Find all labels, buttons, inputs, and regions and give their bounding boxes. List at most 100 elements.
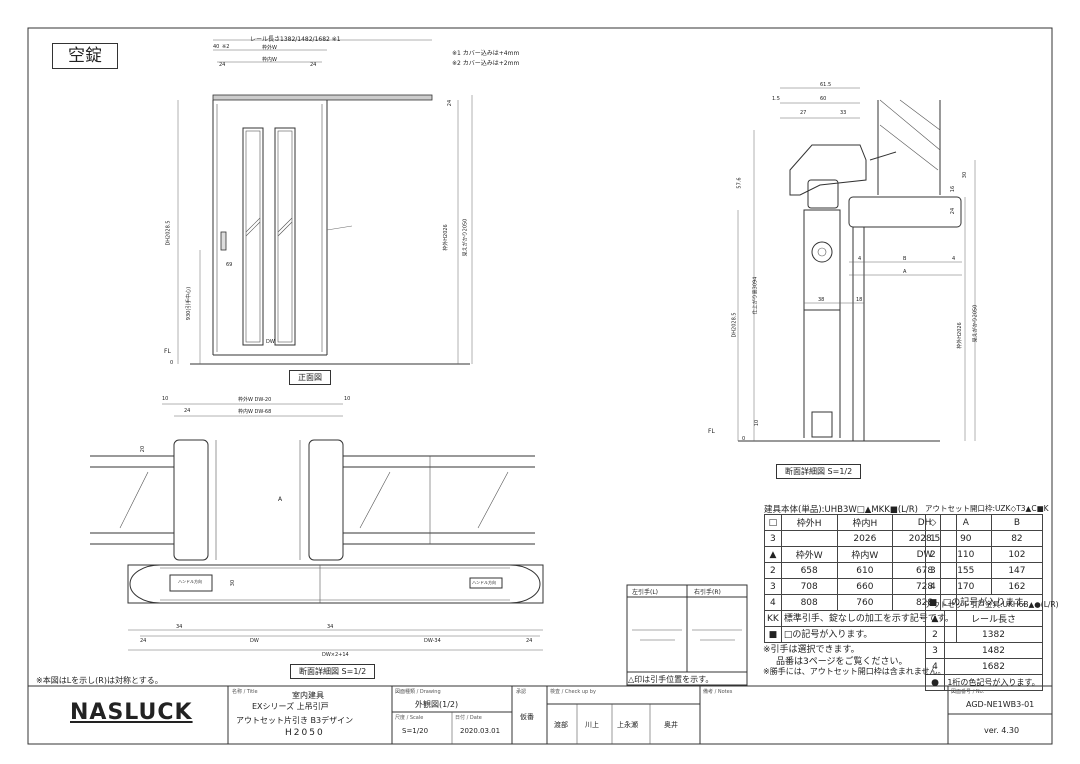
floor-line-label: FL <box>708 428 715 435</box>
table-cell: 4 <box>925 578 941 595</box>
body-table-title: 建具本体(単品):UHB3W□▲MKK■(L/R) <box>764 505 918 515</box>
table-cell: ▲ <box>764 546 782 563</box>
dim-30: 30 <box>962 171 969 179</box>
dim-24: 24 <box>219 62 226 68</box>
dim-4: 4 <box>858 256 862 262</box>
table-cell: □ <box>764 514 782 531</box>
door-height-dim: DH2028.5 <box>165 220 172 246</box>
version: ver. 4.30 <box>984 726 1020 735</box>
door-height-dim: DH2028.5 <box>731 312 738 338</box>
remark-line: 品番は3ページをご覧ください。 <box>776 657 908 667</box>
table-cell: 110 <box>939 546 992 563</box>
dim-18: 18 <box>856 297 863 303</box>
floor-guide <box>811 411 833 438</box>
frame-post-left <box>173 439 209 561</box>
frame-inner-w-dim: 枠内W <box>262 57 277 63</box>
title-line-2: EXシリーズ 上吊引戸 <box>252 702 329 711</box>
drawing-number-label: 図面番号 / No. <box>951 689 985 695</box>
table-cell: ■ <box>764 626 782 643</box>
side-section-caption: 断面詳細図 S=1/2 <box>776 464 862 479</box>
dim-zero: 0 <box>742 436 746 442</box>
dim-16: 16 <box>950 185 957 193</box>
table-cell: 1682 <box>944 658 1043 675</box>
title-line-1: 室内建具 <box>292 691 324 700</box>
rail-profile <box>789 144 867 196</box>
table-cell: 枠外W <box>780 546 838 563</box>
right-pull-label: 右引手(R) <box>694 589 721 596</box>
dim-24: 24 <box>310 62 317 68</box>
front-view-caption: 正面図 <box>289 370 331 385</box>
side-section <box>737 87 976 442</box>
table-cell: 2 <box>764 562 782 579</box>
titleblock-grid <box>227 686 1052 744</box>
dim-20: 20 <box>140 445 147 453</box>
lock-type-stamp: 空錠 <box>52 43 118 69</box>
table-cell: KK <box>764 610 782 627</box>
floor-line-label: FL <box>164 348 171 355</box>
table-cell: 3 <box>925 562 941 579</box>
remark-line: ※引手は選択できます。 <box>763 645 860 655</box>
table-cell: 660 <box>836 578 894 595</box>
drawing-number: AGD-NE1WB3-01 <box>966 700 1035 709</box>
table-cell: 枠内W <box>836 546 894 563</box>
dim-note-2: ※2 <box>222 44 230 50</box>
frame-table-title: アウトセット開口枠:UZK◇T3▲C■K <box>925 504 1049 513</box>
table-cell: 170 <box>939 578 992 595</box>
notes-label: 備考 / Notes <box>703 689 733 695</box>
plan-total-dim: DW×2+14 <box>322 652 349 658</box>
approval-label: 承認 <box>516 689 527 695</box>
table-cell: 1桁の色記号が入ります。 <box>944 674 1043 691</box>
table-cell: 4 <box>764 594 782 611</box>
dim-24: 24 <box>184 408 191 414</box>
dim-a: A <box>278 496 283 503</box>
front-view <box>177 39 473 365</box>
dim-33: 33 <box>840 110 847 116</box>
table-cell: 708 <box>780 578 838 595</box>
dim-57-6: 57.6 <box>736 177 743 189</box>
checker-4: 奥井 <box>664 721 678 729</box>
table-cell: 155 <box>939 562 992 579</box>
door-leaf-side <box>803 209 841 311</box>
drawing-type-label: 図面種類 / Drawing <box>395 689 441 695</box>
title-line-4: H2050 <box>285 728 325 738</box>
table-cell: 3 <box>764 530 782 547</box>
table-cell: B <box>990 514 1044 531</box>
visible-height-dim: 見えがかり2050 <box>462 218 469 257</box>
frame-outer-h-dim: 枠外H2026 <box>956 322 963 349</box>
finished-height-dim: 仕上がり高3094 <box>752 276 759 315</box>
table-cell: 枠外H <box>780 514 838 531</box>
table-cell: ● <box>925 674 945 691</box>
dim-10: 10 <box>754 419 761 427</box>
glass-slot-left <box>242 127 264 346</box>
dim-34: 34 <box>176 624 183 630</box>
rail-table-title: アウトセット引戸金具:UKH6B▲●(L/R) <box>925 600 1059 609</box>
table-cell: 147 <box>990 562 1044 579</box>
table-cell: 2 <box>925 626 945 643</box>
table-cell: 610 <box>836 562 894 579</box>
approval-value: 仮番 <box>520 713 534 721</box>
dim-4: 4 <box>952 256 956 262</box>
table-cell: 3 <box>925 642 945 659</box>
checker-2: 川上 <box>585 721 599 729</box>
sheet-border <box>27 27 1053 745</box>
scale-value: S=1/20 <box>402 727 429 735</box>
dim-10: 10 <box>162 396 169 402</box>
title-line-3: アウトセット片引き B3デザイン <box>236 716 354 725</box>
table-cell: 枠内H <box>836 514 894 531</box>
plan-frame-w-dim: 枠外W DW-20 <box>238 397 272 403</box>
frame-post-right <box>308 439 344 561</box>
frame-head <box>848 196 962 228</box>
dim-60: 60 <box>820 96 827 102</box>
scale-label: 尺度 / Scale <box>395 715 424 721</box>
dim-24: 24 <box>526 638 533 644</box>
handle-direction-label: ハンドル方向 <box>472 580 496 585</box>
dim-40: 40 <box>213 44 220 50</box>
